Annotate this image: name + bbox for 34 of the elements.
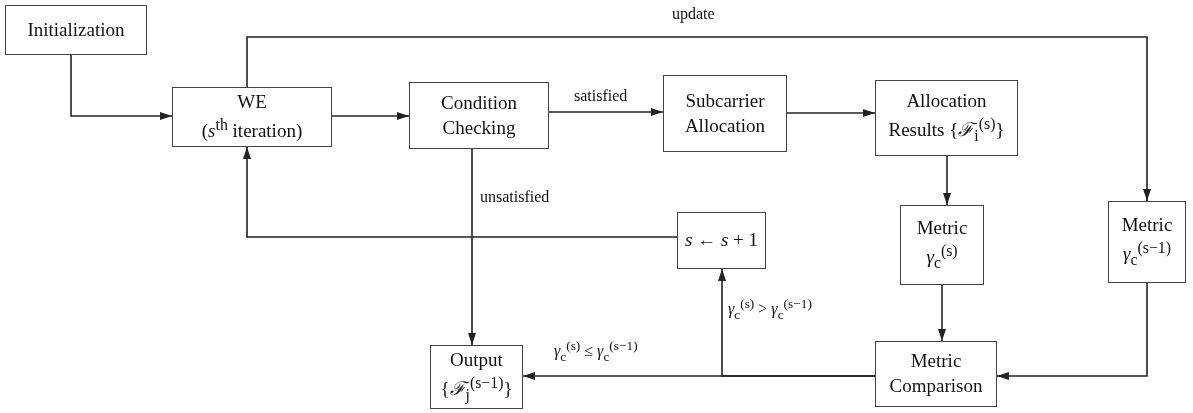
arrow — [70, 54, 173, 120]
arrow — [468, 148, 476, 346]
box-text: WE — [237, 90, 267, 115]
box-text: Subcarrier Allocation — [683, 88, 767, 138]
process-box — [875, 341, 997, 407]
box-text: Metric — [916, 216, 968, 241]
arrow — [718, 268, 876, 377]
box-text: s ← s + 1 — [685, 228, 758, 253]
process-box — [663, 75, 787, 152]
process-box — [900, 205, 984, 285]
process-box — [875, 80, 1018, 156]
arrow — [246, 36, 1151, 202]
box-text: Metric — [1121, 213, 1173, 238]
process-box — [172, 87, 332, 147]
box-text: Initialization — [27, 17, 125, 42]
arrow — [786, 109, 876, 117]
process-box — [677, 212, 766, 269]
process-box — [409, 82, 549, 149]
process-box — [5, 5, 147, 55]
arrow — [243, 146, 678, 238]
box-text: Condition Checking — [440, 90, 518, 140]
box-text: Allocation Results {ℱ$_{i}$$^{(s)}$} — [887, 89, 1006, 147]
arrow — [943, 155, 951, 206]
box-text: {ℱ$_{j}$$^{(s−1)}$} — [440, 373, 513, 406]
box-text: Output — [450, 348, 503, 373]
box-text: Metric Comparison — [888, 349, 984, 398]
box-text: (s$^{th}$ iteration) — [201, 114, 303, 144]
process-box — [1108, 201, 1186, 283]
arrow — [938, 284, 946, 342]
arrow — [548, 108, 664, 116]
arrow — [331, 112, 410, 120]
process-box — [430, 345, 523, 409]
arrow — [996, 282, 1148, 380]
edge-label: update — [670, 4, 717, 24]
